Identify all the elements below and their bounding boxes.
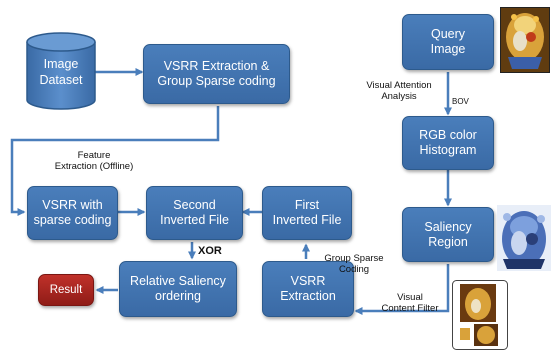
second-inverted-file-label: Second Inverted File (160, 198, 229, 227)
image-dataset-label: Image Dataset (39, 57, 83, 87)
result-label: Result (49, 283, 83, 296)
first-inverted-file-label: First Inverted File (272, 198, 342, 227)
first-inverted-file-box: First Inverted File (262, 186, 352, 240)
group-sparse-coding-label: Group Sparse Coding (324, 253, 384, 275)
xor-label: XOR (198, 245, 222, 257)
second-inverted-file-box: Second Inverted File (146, 186, 243, 240)
result-box: Result (38, 274, 94, 306)
vsrr-extraction-box: VSRR Extraction (262, 261, 354, 317)
visual-attention-analysis-label: Visual Attention Analysis (366, 80, 432, 102)
relative-saliency-ordering-label: Relative Saliency ordering (130, 274, 226, 303)
bov-label: BOV (452, 97, 469, 106)
rgb-color-histogram-box: RGB color Histogram (402, 116, 494, 170)
feature-extraction-label: Feature Extraction (Offline) (54, 150, 134, 172)
vsrr-extraction-group-sparse-box: VSRR Extraction & Group Sparse coding (143, 44, 290, 104)
query-image-label: Query Image (430, 27, 466, 56)
visual-content-filter-label: Visual Content Filter (381, 292, 439, 314)
vsrr-sparse-coding-box: VSRR with sparse coding (27, 186, 118, 240)
content-filter-thumbnail-image (452, 280, 508, 350)
vsrr-sparse-coding-label: VSRR with sparse coding (33, 198, 112, 227)
rgb-color-histogram-label: RGB color Histogram (419, 128, 477, 157)
saliency-region-label: Saliency Region (424, 219, 472, 249)
query-image-box: Query Image (402, 14, 494, 70)
saliency-region-box: Saliency Region (402, 207, 494, 262)
arrow-extraction-to-vsrr-sparse (10, 106, 220, 216)
saliency-map-thumbnail-image (497, 205, 551, 271)
arrow-saliency-to-vsrr-extraction (354, 264, 450, 315)
vsrr-extraction-group-sparse-label: VSRR Extraction & Group Sparse coding (157, 59, 276, 88)
vsrr-extraction-label: VSRR Extraction (280, 274, 336, 303)
relative-saliency-ordering-box: Relative Saliency ordering (119, 261, 237, 317)
query-thumbnail-image (500, 7, 550, 73)
